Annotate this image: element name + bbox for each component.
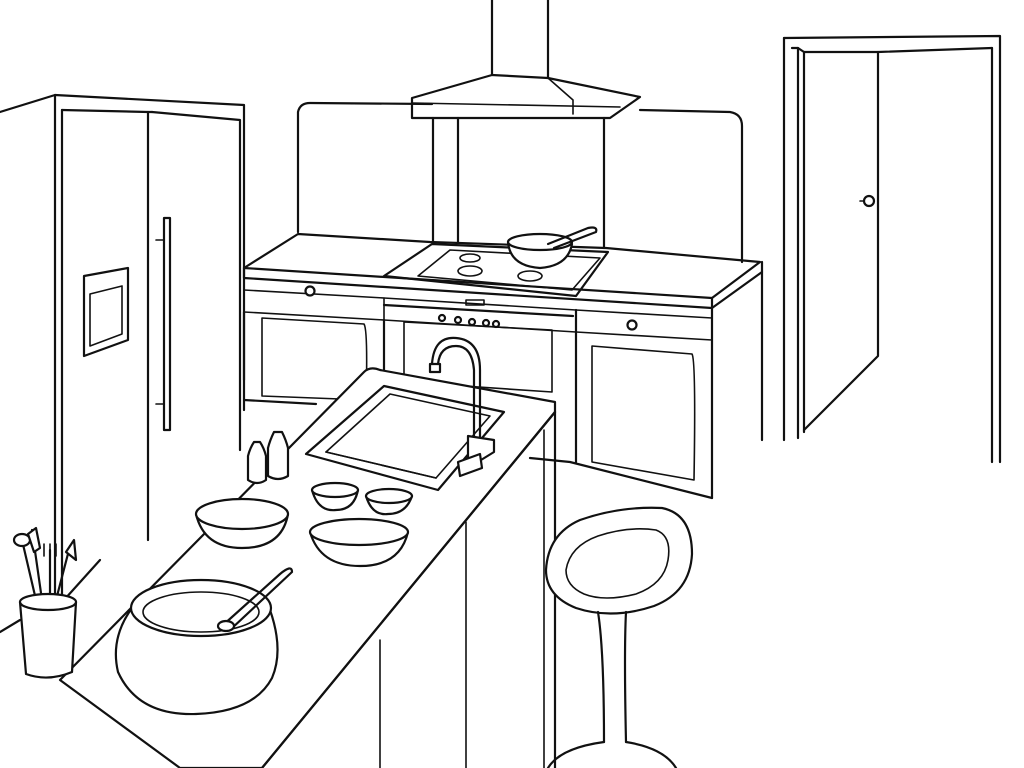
knob-icon [304,285,316,297]
burner-icon [457,265,483,277]
burner-icon [517,270,543,282]
oven-display-icon [465,299,485,306]
room-walls [0,93,246,634]
backsplash [296,101,744,264]
bar-stool [544,506,694,768]
bowls [194,481,414,568]
salt-pepper-shakers [246,430,290,485]
oven-dial-icon [491,319,501,329]
oven-dial-icon [437,313,447,323]
range-hood [410,0,642,250]
spatula-icon [26,526,42,554]
oven-dial-icon [467,317,477,327]
burner-icon [459,253,481,263]
sink [304,384,506,492]
knob-icon [626,319,638,331]
faucet [428,336,496,478]
door [782,34,1002,464]
cooktop [382,242,610,298]
drawer-knobs [304,285,638,331]
fridge [53,93,242,644]
oven-controls [437,299,501,329]
utensil-holder [12,526,102,679]
large-pot [114,567,294,716]
saucepan [506,226,598,270]
fork-icon [43,543,57,557]
door-knob-icon [862,194,876,208]
oven-dial-icon [453,315,463,325]
knife-icon [64,538,78,562]
oven-dial-icon [481,318,491,328]
